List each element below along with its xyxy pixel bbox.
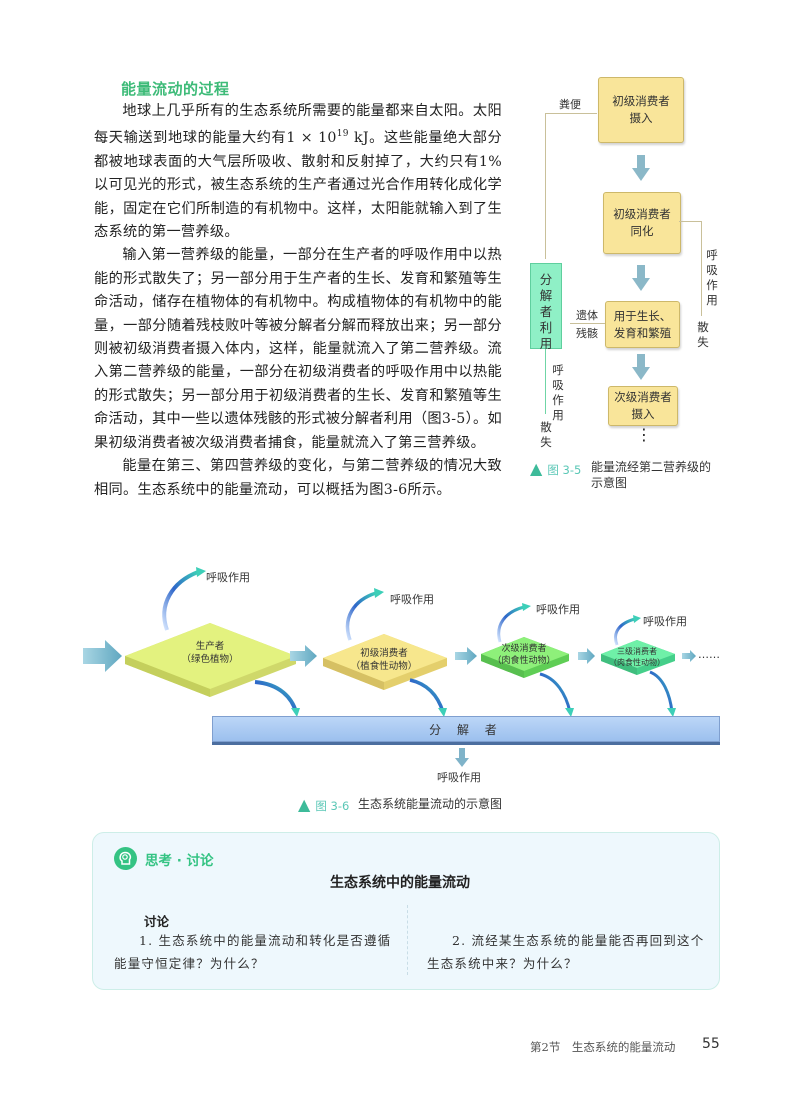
- decomposer-respiration-label: 呼吸作用: [552, 363, 564, 422]
- respiration-label-secondary: 呼吸作用: [536, 603, 580, 616]
- decomposer-bar: 分 解 者: [212, 716, 720, 742]
- question-2: 2. 流经某生态系统的能量能否再回到这个生态系统中来？为什么？: [427, 933, 705, 971]
- decomposer-use-box: 分解者利用: [530, 263, 562, 351]
- node-secondary-consumer: 次级消费者（肉食性动物）: [492, 644, 556, 666]
- paragraph-1: 地球上几乎所有的生态系统所需要的能量都来自太阳。太阳每天输送到地球的能量大约有1…: [94, 103, 502, 241]
- down-arrow-icon: [632, 155, 650, 181]
- decomposer-respiration-label: 呼吸作用: [437, 771, 481, 784]
- down-arrow-icon: [455, 748, 469, 767]
- figure-3-6-caption: ▲ 图 3-6: [298, 795, 350, 814]
- primary-consumer-intake-box: 初级消费者 摄入: [598, 77, 684, 143]
- discuss-label: 讨论: [144, 914, 170, 929]
- page-number: 55: [702, 1036, 720, 1052]
- lightbulb-head-icon: [114, 847, 137, 870]
- column-divider: [407, 905, 408, 975]
- footer-section-title: 第2节 生态系统的能量流动: [530, 1040, 676, 1054]
- down-arrow-icon: [632, 354, 650, 380]
- respiration-label-tertiary: 呼吸作用: [643, 615, 687, 628]
- primary-consumer-assimilation-box: 初级消费者 同化: [603, 192, 681, 254]
- feces-label: 粪便: [559, 98, 581, 111]
- think-discuss-heading: 思考 · 讨论: [145, 853, 214, 869]
- node-primary-consumer: 初级消费者（植食性动物）: [350, 648, 418, 672]
- paragraph-2: 输入第一营养级的能量，一部分在生产者的呼吸作用中以热能的形式散失了；另一部分用于…: [94, 247, 502, 451]
- section-title: 能量流动的过程: [121, 80, 230, 98]
- body-text: 地球上几乎所有的生态系统所需要的能量都来自太阳。太阳每天输送到地球的能量大约有1…: [94, 100, 502, 502]
- figure-3-6-caption-text: 生态系统能量流动的示意图: [358, 797, 503, 811]
- remains-label: 遗体残骸: [576, 309, 598, 340]
- ellipsis-icon: ⋮: [636, 425, 652, 444]
- respiration-label-primary: 呼吸作用: [390, 593, 434, 606]
- paragraph-3: 能量在第三、第四营养级的变化，与第二营养级的情况大致相同。生态系统中的能量流动，…: [94, 458, 502, 498]
- respiration-label: 呼吸作用: [706, 248, 718, 307]
- think-discuss-box: [92, 832, 720, 990]
- down-arrow-icon: [632, 265, 650, 291]
- figure-3-5-caption-text: 能量流经第二营养级的示意图: [591, 460, 712, 490]
- question-1: 1. 生态系统中的能量流动和转化是否遵循能量守恒定律？为什么？: [114, 933, 392, 971]
- think-discuss-title: 生态系统中的能量流动: [330, 875, 470, 891]
- figure-3-5-caption: ▲ 图 3-5: [530, 459, 582, 478]
- secondary-consumer-intake-box: 次级消费者 摄入: [608, 386, 678, 426]
- node-producer: 生产者（绿色植物）: [181, 641, 239, 665]
- node-tertiary-consumer: 三级消费者（肉食性动物）: [609, 647, 665, 667]
- respiration-label-producer: 呼吸作用: [206, 571, 250, 584]
- trailing-ellipsis: ……: [698, 648, 720, 661]
- dissipated-label: 散失: [697, 320, 709, 349]
- energy-flow-diagram: [83, 567, 696, 750]
- growth-development-box: 用于生长、 发育和繁殖: [605, 301, 680, 348]
- decomposer-dissipated-label: 散失: [540, 420, 552, 449]
